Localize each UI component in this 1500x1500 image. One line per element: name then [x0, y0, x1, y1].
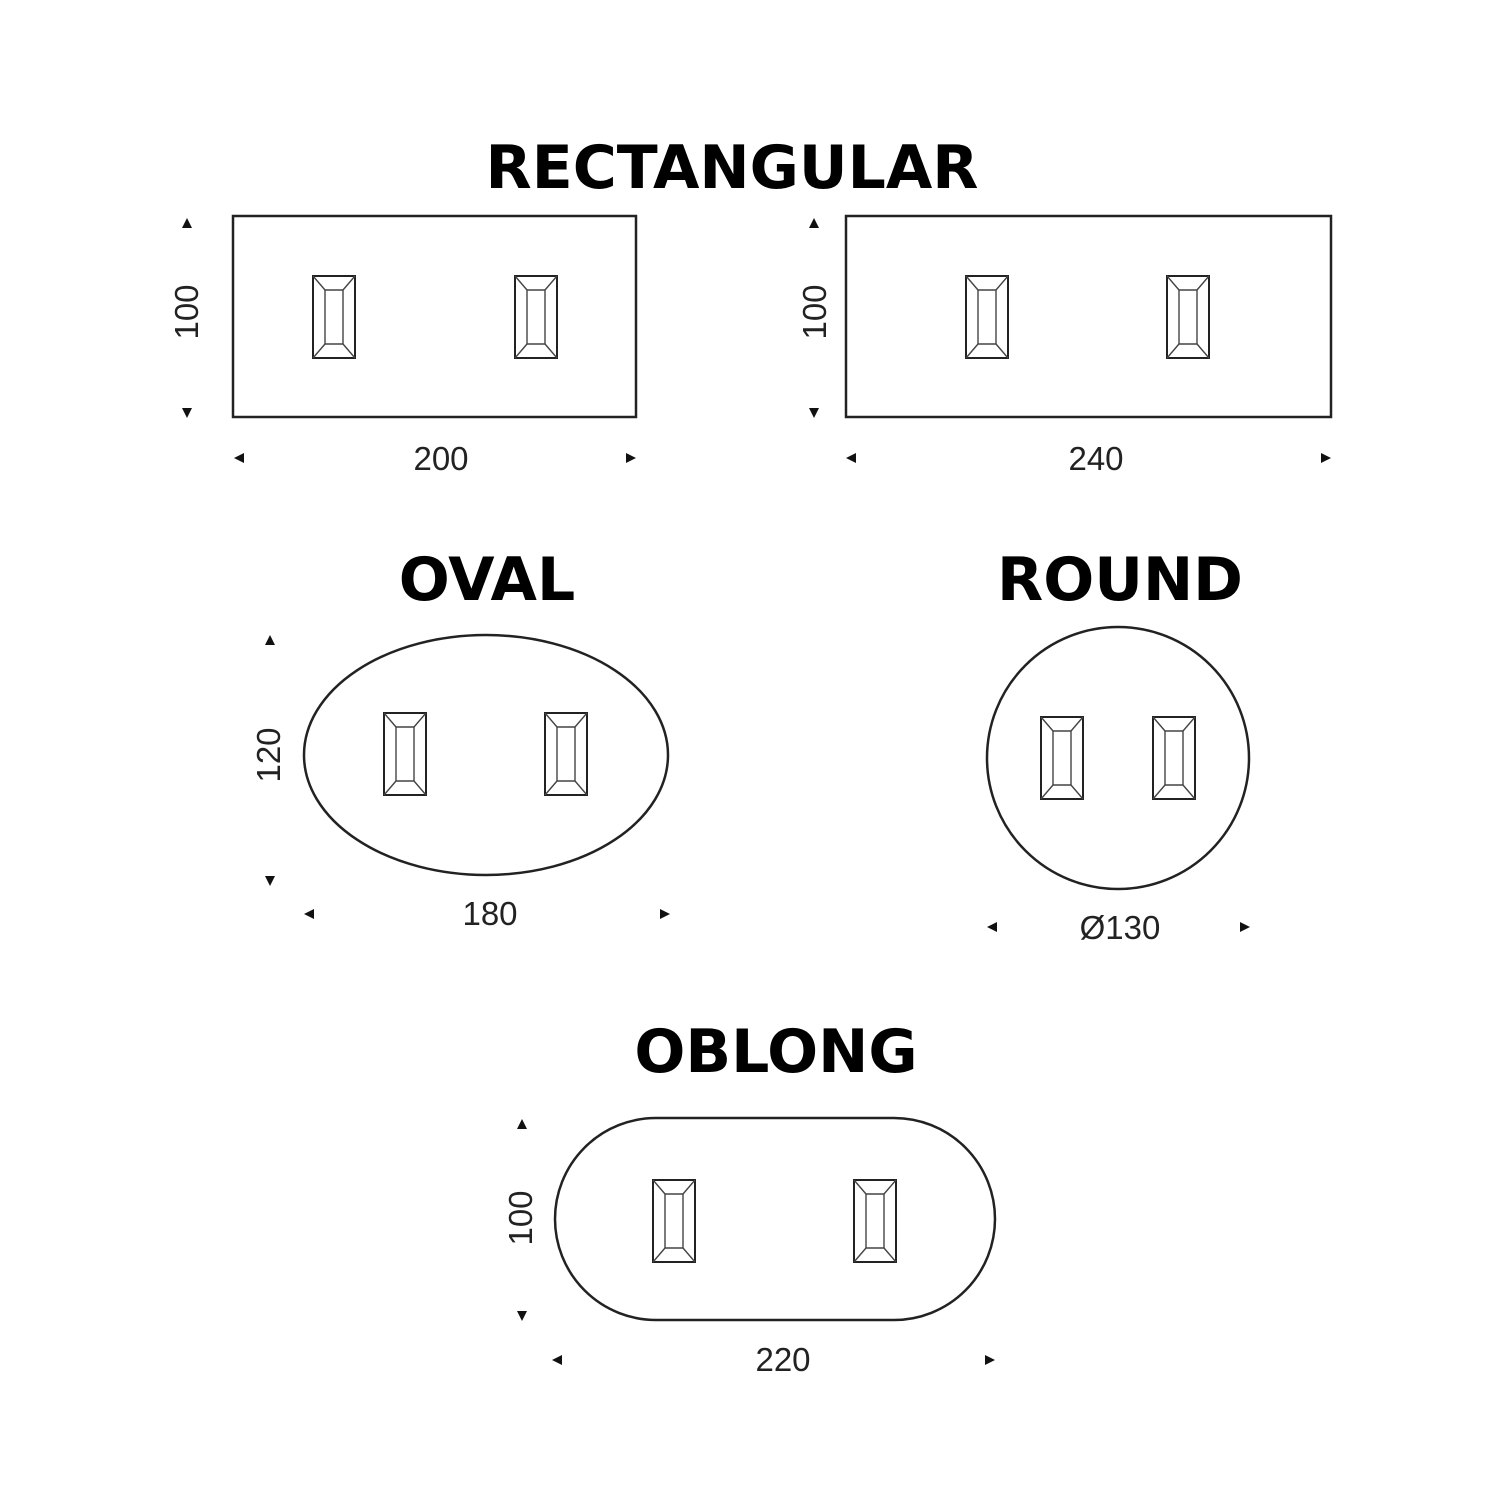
- width-label: 220: [755, 1341, 810, 1378]
- heading-round: ROUND: [997, 545, 1243, 615]
- width-arrow-left-icon: [987, 922, 997, 932]
- depth-arrow-up-icon: [265, 635, 275, 645]
- depth-arrow-down-icon: [265, 876, 275, 886]
- table-rect-200: 100 200: [168, 214, 638, 477]
- pedestal-base-right: [1166, 275, 1210, 359]
- pedestal-base-right: [853, 1179, 897, 1263]
- heading-rectangular: RECTANGULAR: [486, 133, 979, 203]
- diameter-label: Ø130: [1080, 909, 1161, 946]
- width-arrow-left-icon: [304, 909, 314, 919]
- pedestal-base-left: [652, 1179, 696, 1263]
- table-top-outline: [231, 214, 638, 419]
- depth-label: 100: [168, 284, 205, 339]
- table-top-outline: [302, 633, 670, 877]
- depth-arrow-up-icon: [809, 218, 819, 228]
- depth-arrow-down-icon: [182, 408, 192, 418]
- width-label: 240: [1068, 440, 1123, 477]
- width-arrow-right-icon: [1240, 922, 1250, 932]
- depth-arrow-up-icon: [182, 218, 192, 228]
- table-top-outline: [985, 625, 1251, 891]
- width-arrow-right-icon: [985, 1355, 995, 1365]
- width-arrow-right-icon: [1321, 453, 1331, 463]
- pedestal-base-left: [1040, 716, 1084, 800]
- table-top-outline: [844, 214, 1333, 419]
- table-round-130: Ø130: [985, 625, 1251, 946]
- table-rect-240: 100 240: [796, 214, 1333, 477]
- depth-label: 100: [502, 1190, 539, 1245]
- pedestal-base-left: [383, 712, 427, 796]
- pedestal-base-left: [965, 275, 1009, 359]
- depth-label: 120: [250, 727, 287, 782]
- width-label: 180: [462, 895, 517, 932]
- depth-arrow-up-icon: [517, 1119, 527, 1129]
- pedestal-base-right: [544, 712, 588, 796]
- pedestal-base-right: [514, 275, 558, 359]
- width-arrow-right-icon: [660, 909, 670, 919]
- table-oblong-220: 100 220: [502, 1116, 997, 1378]
- table-oval-180: 120 180: [250, 633, 670, 932]
- heading-oval: OVAL: [399, 545, 575, 615]
- depth-arrow-down-icon: [809, 408, 819, 418]
- heading-oblong: OBLONG: [634, 1017, 917, 1087]
- table-top-outline: [553, 1116, 997, 1322]
- pedestal-base-left: [312, 275, 356, 359]
- pedestal-base-right: [1152, 716, 1196, 800]
- width-arrow-left-icon: [552, 1355, 562, 1365]
- depth-label: 100: [796, 284, 833, 339]
- width-label: 200: [413, 440, 468, 477]
- width-arrow-left-icon: [234, 453, 244, 463]
- width-arrow-left-icon: [846, 453, 856, 463]
- width-arrow-right-icon: [626, 453, 636, 463]
- depth-arrow-down-icon: [517, 1311, 527, 1321]
